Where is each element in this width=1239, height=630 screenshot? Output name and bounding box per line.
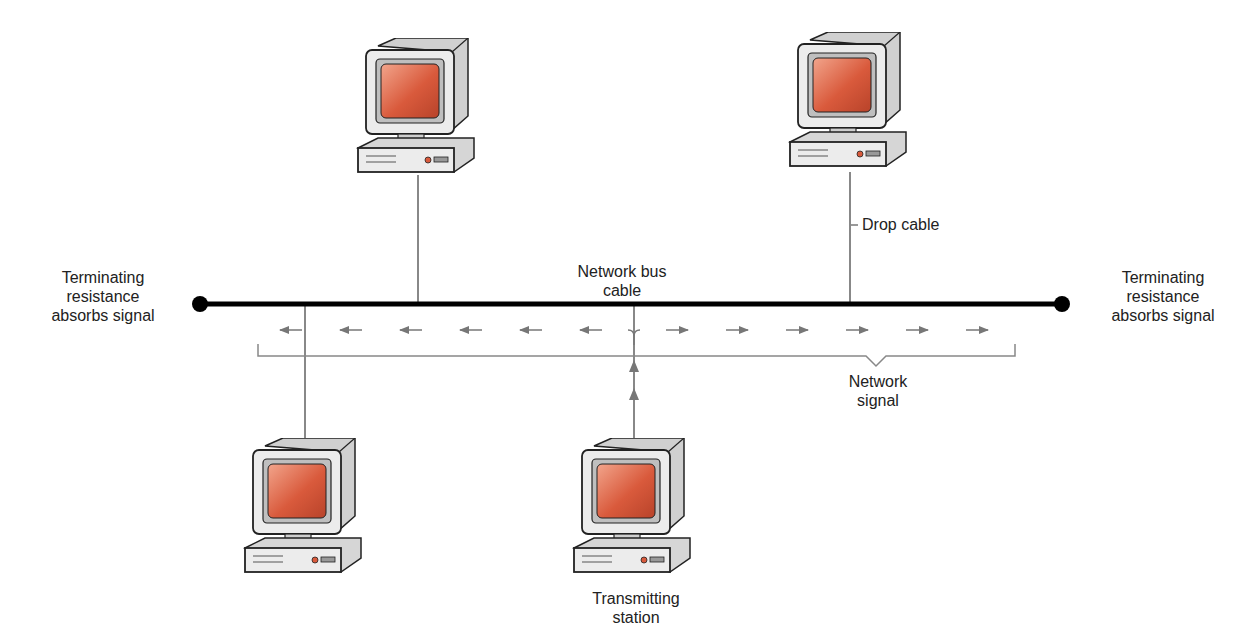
computer	[790, 32, 906, 166]
signal-arrow	[340, 329, 362, 331]
signal-arrow	[726, 329, 748, 331]
terminator	[192, 296, 208, 312]
cable-label: Network bus cable	[574, 262, 670, 300]
signal-arrow	[786, 329, 808, 331]
signal-split	[628, 330, 640, 345]
signal-arrow	[280, 329, 302, 331]
signal-arrows	[280, 330, 988, 331]
signal-bracket	[258, 344, 1015, 366]
signal-arrow	[666, 329, 688, 331]
signal-arrow	[460, 329, 482, 331]
signal-label: Network signal	[833, 372, 923, 410]
signal-arrow	[906, 329, 928, 331]
transmit-arrow	[629, 360, 639, 400]
cable-label: Drop cable	[862, 215, 972, 234]
terminator-label: Terminating resistance absorbs signal	[48, 268, 158, 325]
signal-arrow	[580, 329, 602, 331]
computer	[358, 38, 474, 172]
terminator	[1054, 296, 1070, 312]
terminator-label: Terminating resistance absorbs signal	[1108, 268, 1218, 325]
computer	[245, 438, 361, 572]
computer	[574, 438, 690, 572]
signal-arrow	[520, 329, 542, 331]
bus-cable	[200, 302, 1062, 307]
leader-line	[851, 224, 858, 225]
signal-arrow	[400, 329, 422, 331]
signal-arrow	[846, 329, 868, 331]
station-label: Transmitting station	[576, 589, 696, 627]
signal-arrow	[966, 329, 988, 331]
